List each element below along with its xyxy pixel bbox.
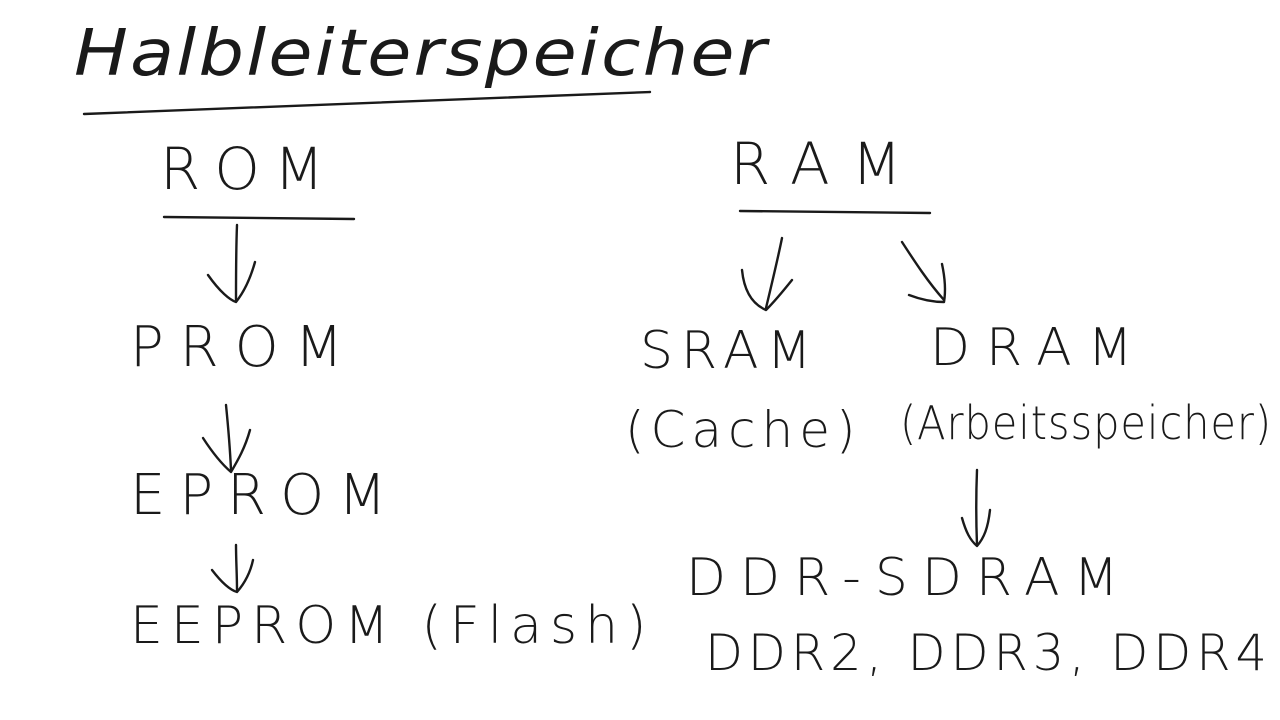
prom-node: PROM bbox=[130, 315, 360, 380]
eeprom-node: EEPROM (Flash) bbox=[130, 596, 655, 656]
rom-underline bbox=[162, 215, 356, 221]
sram-node: SRAM bbox=[640, 321, 820, 381]
arrow-rom-to-prom bbox=[206, 223, 257, 304]
arrow-dram-to-ddr-sdram bbox=[960, 468, 992, 548]
ddr-versions-node: DDR2, DDR3, DDR4 bbox=[705, 624, 1272, 682]
ram-node: RAM bbox=[730, 130, 924, 198]
title-underline bbox=[82, 90, 652, 116]
rom-node: ROM bbox=[160, 135, 338, 203]
arrow-ram-to-dram bbox=[900, 240, 947, 304]
ddr-sdram-node: DDR-SDRAM bbox=[686, 548, 1133, 608]
arrow-ram-to-sram bbox=[740, 236, 794, 312]
diagram-title: Halbleiterspeicher bbox=[74, 17, 769, 91]
sram-note: (Cache) bbox=[625, 401, 862, 459]
dram-node: DRAM bbox=[930, 318, 1149, 378]
ram-underline bbox=[738, 209, 932, 215]
dram-note: (Arbeitsspeicher) bbox=[900, 396, 1272, 450]
eprom-node: EPROM bbox=[130, 463, 401, 528]
arrow-prom-to-eprom bbox=[201, 403, 252, 474]
arrow-eprom-to-eeprom bbox=[210, 543, 255, 594]
